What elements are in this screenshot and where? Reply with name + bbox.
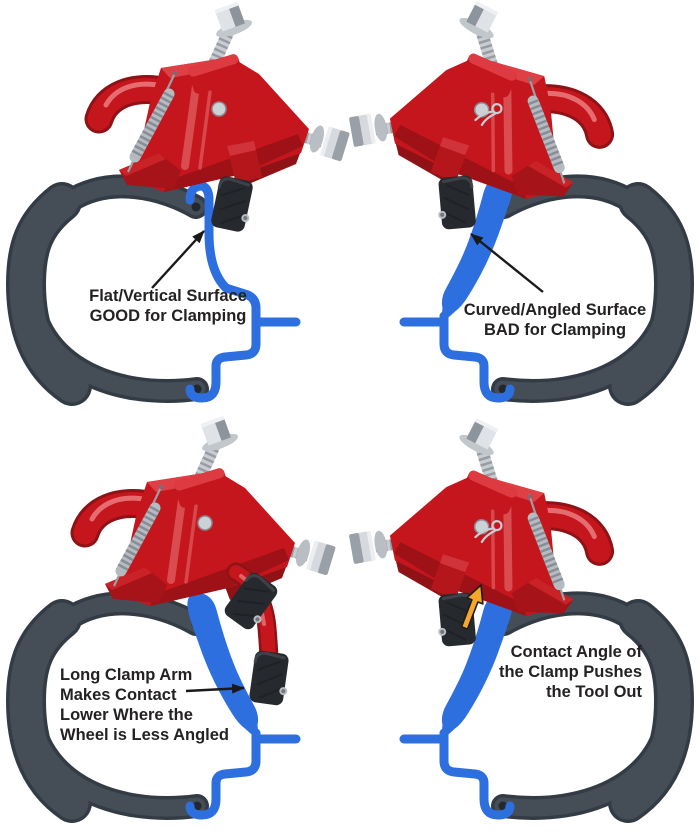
tire-cross-section [499,186,675,393]
clamp-tool [85,413,336,606]
tire-cross-section [499,603,675,810]
push-out-arrow [460,584,484,630]
annotation-arrow [470,233,544,293]
panel-top-left [26,0,350,398]
panel-bottom-left [26,413,336,815]
clamp-tool [99,0,350,192]
panel-bottom-right [337,402,674,815]
annotation-arrow [151,230,205,289]
annotation-arrow [185,683,245,694]
